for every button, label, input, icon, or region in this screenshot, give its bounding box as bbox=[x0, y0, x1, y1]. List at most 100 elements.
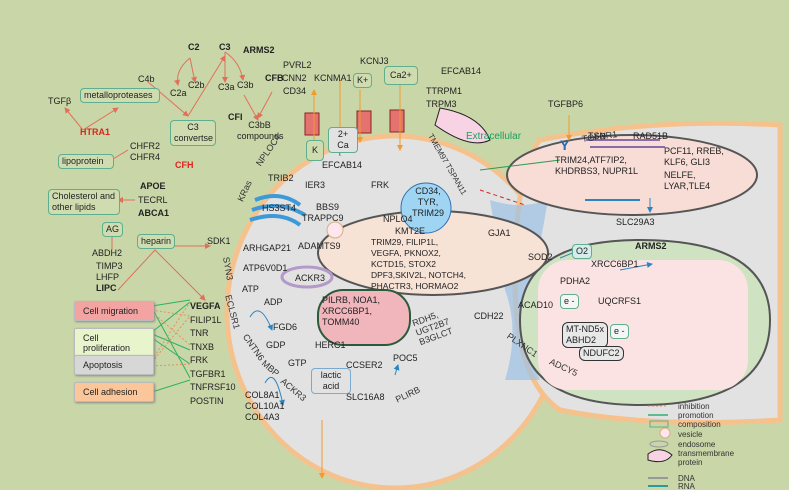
potassium-box: K+ bbox=[353, 73, 373, 88]
gene-c2b: C2b bbox=[188, 80, 205, 90]
ndufc2-box: NDUFC2 bbox=[579, 346, 624, 361]
gene-nplo4: NPLO4 bbox=[383, 214, 413, 224]
vesicle bbox=[326, 221, 344, 239]
vesicle-genes: CD34, TYR, TRIM29 bbox=[411, 186, 444, 218]
cholesterol-box: Cholesterol and other lipids bbox=[48, 189, 120, 215]
gene-trib2: TRIB2 bbox=[268, 173, 294, 183]
gene-pcf11-group: PCF11, RREB, KLF6, GLI3 bbox=[664, 146, 724, 167]
gene-sod2: SOD2 bbox=[528, 252, 553, 262]
gene-c2a: C2a bbox=[170, 88, 187, 98]
gene-arms2: ARMS2 bbox=[243, 45, 275, 55]
gene-lhfp: LHFP bbox=[96, 272, 120, 282]
gene-chfr: CHFR2 CHFR4 bbox=[130, 141, 161, 162]
gene-slc16a8: SLC16A8 bbox=[346, 392, 385, 402]
process-cell-migration: Cell migration bbox=[74, 301, 154, 321]
gene-kcnj3: KCNJ3 bbox=[360, 56, 389, 66]
collagen-genes: COL8A1 COL10A1 COL4A3 bbox=[245, 390, 285, 422]
legend-dna: DNA bbox=[678, 474, 695, 483]
gene-c3: C3 bbox=[219, 42, 231, 52]
gene-cnn2: CNN2 bbox=[282, 73, 307, 83]
legend-vesicle: vesicle bbox=[678, 430, 703, 439]
potassium-inner-box: K bbox=[306, 140, 325, 161]
gene-sdk1: SDK1 bbox=[207, 236, 231, 246]
gene-list: VEGFA FILIP1L TNR TNXB FRK TGFBR1 TNFRSF… bbox=[190, 300, 236, 408]
green-line bbox=[479, 159, 561, 171]
gene-uqcrfs1: UQCRFS1 bbox=[598, 296, 642, 306]
nucleus-genes-right: TRIM24,ATF7IP2, KHDRBS3, NUPR1L bbox=[555, 155, 639, 176]
red-dashed-line bbox=[479, 189, 526, 206]
gene-cdh22: CDH22 bbox=[474, 311, 504, 321]
gene-ackr3: ACKR3 bbox=[295, 273, 326, 283]
gene-slc29a3: SLC29A3 bbox=[616, 217, 655, 227]
legend-inhibition: inhibition bbox=[678, 402, 710, 411]
nucleus-genes: TRIM29, FILIP1L, VEGFA, PKNOX2, KCTD15, … bbox=[371, 237, 466, 291]
mitochondrion-genes: PILRB, NOA1, XRCC6BP1, TOMM40 bbox=[322, 295, 381, 327]
gene-kcnma1: KCNMA1 bbox=[314, 73, 352, 83]
gene-gja1: GJA1 bbox=[488, 228, 511, 238]
electron-box: e - bbox=[560, 294, 579, 309]
promotion-lines bbox=[151, 299, 191, 393]
process-cell-adhesion: Cell adhesion bbox=[74, 382, 154, 402]
ag-box: AG bbox=[102, 222, 124, 237]
gene-timp3: TIMP3 bbox=[96, 261, 123, 271]
gene-trpm3: TRPM3 bbox=[426, 99, 457, 109]
gene-tgfbp6: TGFBP6 bbox=[548, 99, 584, 109]
mt-nd5-box: MT-ND5x ABHD2 bbox=[562, 322, 608, 348]
gene-pvrl2: PVRL2 bbox=[283, 60, 312, 70]
gene-ccser2: CCSER2 bbox=[346, 360, 383, 370]
calcium-inner-box: 2+ Ca bbox=[328, 127, 358, 153]
calcium-box: Ca2+ bbox=[384, 66, 418, 85]
gene-ttrpm1: TTRPM1 bbox=[426, 86, 462, 96]
right-nucleus bbox=[506, 134, 758, 216]
gene-atp6v0d1: ATP6V0D1 bbox=[243, 263, 288, 273]
gene-c4b: C4b bbox=[138, 74, 155, 84]
gene-pdha2: PDHA2 bbox=[560, 276, 591, 286]
metalloproteases-box: metalloproteases bbox=[80, 88, 160, 103]
oxygen-box: O2 bbox=[572, 244, 593, 259]
gene-tecrl: TECRL bbox=[138, 195, 168, 205]
gene-poc5: POC5 bbox=[393, 353, 418, 363]
dna-lines bbox=[586, 139, 665, 148]
legend-endosome: endosome bbox=[678, 440, 716, 449]
gene-cfi: CFI bbox=[228, 112, 243, 122]
legend-marks bbox=[647, 405, 673, 487]
gene-arhgap21: ARHGAP21 bbox=[243, 243, 292, 253]
gene-cfh: CFH bbox=[175, 160, 194, 170]
mitochondrion bbox=[317, 289, 411, 346]
golgi bbox=[249, 194, 307, 227]
legend-rna: RNA bbox=[678, 482, 695, 490]
gene-frk: FRK bbox=[371, 180, 389, 190]
lipoprotein-box: lipoprotein bbox=[58, 154, 114, 169]
gene-c3a: C3a bbox=[218, 82, 235, 92]
gene-acad10: ACAD10 bbox=[518, 300, 554, 310]
gene-cfb: CFB bbox=[265, 73, 284, 83]
transmembrane-protein bbox=[434, 107, 491, 144]
gene-efcab14-inner: EFCAB14 bbox=[322, 160, 363, 170]
gene-lipc: LIPC bbox=[96, 283, 117, 293]
legend-promotion: promotion bbox=[678, 411, 714, 420]
gene-list-item: POSTIN bbox=[190, 395, 224, 406]
gene-cd34: CD34 bbox=[283, 86, 307, 96]
gene-list-item: TNXB bbox=[190, 341, 215, 352]
gene-xrcc6bp1: XRCC6BP1 bbox=[591, 259, 639, 269]
atp-label: ATP bbox=[242, 284, 259, 294]
gene-hs3st4: HS3ST4 bbox=[262, 203, 297, 213]
vesicle-cd34 bbox=[400, 182, 452, 234]
gene-list-item: VEGFA bbox=[190, 301, 221, 311]
process-cell-proliferation: Cell proliferation bbox=[74, 328, 154, 358]
legend-transmembrane-protein: transmembrane protein bbox=[678, 449, 735, 467]
gene-abca1: ABCA1 bbox=[138, 208, 170, 218]
gene-c3b: C3b bbox=[237, 80, 254, 90]
extracellular-label: Extracellular bbox=[466, 131, 522, 142]
lactic-acid-box: lactic acid bbox=[311, 368, 351, 394]
gene-efcab14: EFCAB14 bbox=[441, 66, 482, 76]
gene-list-item: TNFRSF10 bbox=[190, 382, 236, 392]
gtp-label: GTP bbox=[288, 358, 307, 368]
gene-list-item: TGFBR1 bbox=[190, 368, 226, 379]
heparin-box: heparin bbox=[137, 234, 176, 249]
gene-list-item: FILIP1L bbox=[190, 314, 222, 325]
gene-herc1: HERC1 bbox=[315, 340, 346, 350]
electron-box-2: e - bbox=[610, 324, 629, 339]
gene-nelfe-group: NELFE, LYAR,TLE4 bbox=[664, 170, 711, 191]
